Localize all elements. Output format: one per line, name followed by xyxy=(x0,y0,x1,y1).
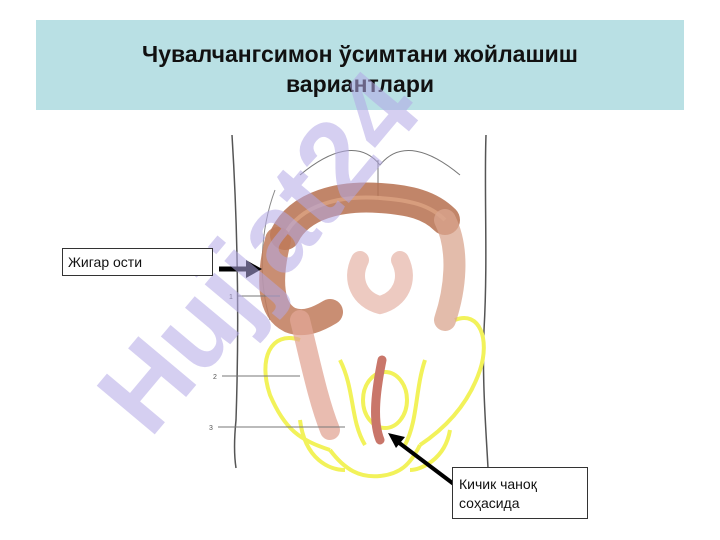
arrow-pelvis-icon xyxy=(388,433,457,487)
callout-pelvic: Кичик чаноқ соҳасида xyxy=(452,467,588,519)
figure-number-2: 2 xyxy=(213,374,217,381)
pelvis-outline xyxy=(263,316,486,479)
slide-title: Чувалчангсимон ўсимтани жойлашиш вариант… xyxy=(36,39,684,99)
slide-title-line-2: вариантлари xyxy=(285,71,435,97)
colon xyxy=(259,182,466,445)
slide-title-line-1: Чувалчангсимон ўсимтани жойлашиш xyxy=(142,41,578,67)
arrow-liver-icon xyxy=(219,260,262,278)
callout-pelvic-line-1: Кичик чаноқ xyxy=(459,476,537,492)
callout-subhepatic: Жигар ости xyxy=(62,248,213,276)
figure-number-1: 1 xyxy=(229,294,233,301)
callout-subhepatic-label: Жигар ости xyxy=(68,254,143,270)
callout-pelvic-line-2: соҳасида xyxy=(459,495,520,511)
slide-title-band: Чувалчангсимон ўсимтани жойлашиш вариант… xyxy=(36,20,684,110)
figure-number-3: 3 xyxy=(209,425,213,432)
